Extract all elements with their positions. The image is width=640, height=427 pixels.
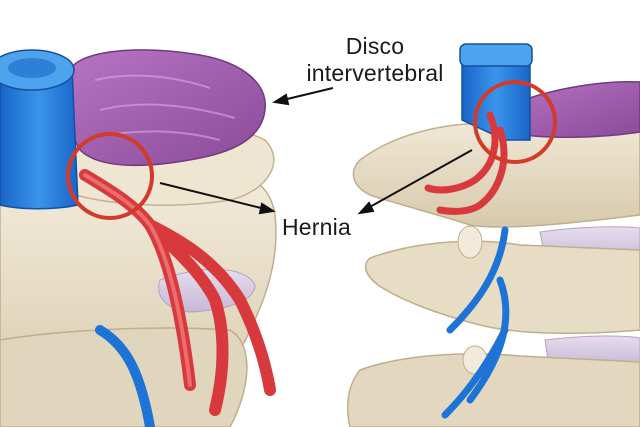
disc-label: Disco intervertebral [300,33,450,87]
disc-label-line2: intervertebral [306,60,444,86]
disc-pointer-arrowhead [272,93,290,106]
hernia-pointer-right-arrowhead [357,201,375,215]
right-vertebra-3 [347,353,640,427]
right-vertebra-1 [352,109,640,228]
hernia-pointer-right [367,149,473,209]
hernia-pointer-left-arrowhead [258,202,276,215]
disc-pointer-line [282,87,334,101]
hernia-label: Hernia [282,214,351,240]
right-hernia-highlight-ring [473,80,557,164]
hernia-pointer-left [159,182,266,210]
pointer-lines [159,87,473,215]
disc-label-line1: Disco [345,33,405,59]
left-spine-closeup [0,49,277,427]
left-hernia-highlight-ring [66,132,154,220]
right-nerve-root [424,111,508,215]
right-spine-side-view [347,43,640,427]
